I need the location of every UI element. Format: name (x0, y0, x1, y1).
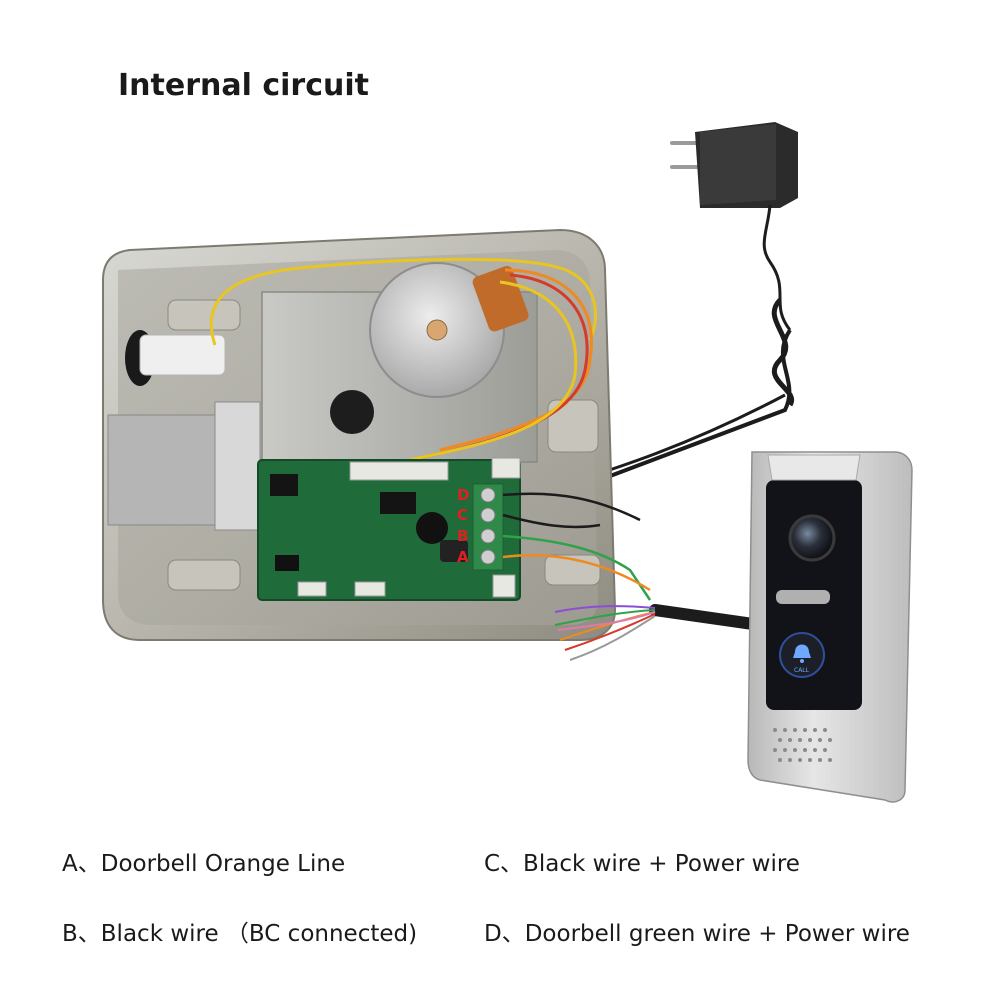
circuit-board (257, 457, 521, 601)
call-button-label: CALL (794, 667, 810, 674)
terminal-label-a: A (457, 548, 469, 566)
doorbell-camera-icon: CALL (747, 451, 913, 803)
legend-c: C、Black wire + Power wire (484, 851, 800, 877)
door-lock-icon (102, 228, 617, 641)
terminal-label-c: C (457, 506, 468, 524)
legend-d: D、Doorbell green wire + Power wire (484, 921, 910, 947)
power-adapter-icon (670, 122, 798, 331)
terminal-wires (502, 492, 652, 601)
legend-a: A、Doorbell Orange Line (62, 851, 346, 877)
doorbell-cable (554, 604, 766, 661)
terminal-label-d: D (457, 486, 469, 504)
bell-icon (793, 644, 811, 663)
diagram-title: Internal circuit (118, 68, 369, 103)
legend-b: B、Black wire （BC connected) (62, 921, 418, 947)
terminal-label-b: B (457, 527, 468, 545)
